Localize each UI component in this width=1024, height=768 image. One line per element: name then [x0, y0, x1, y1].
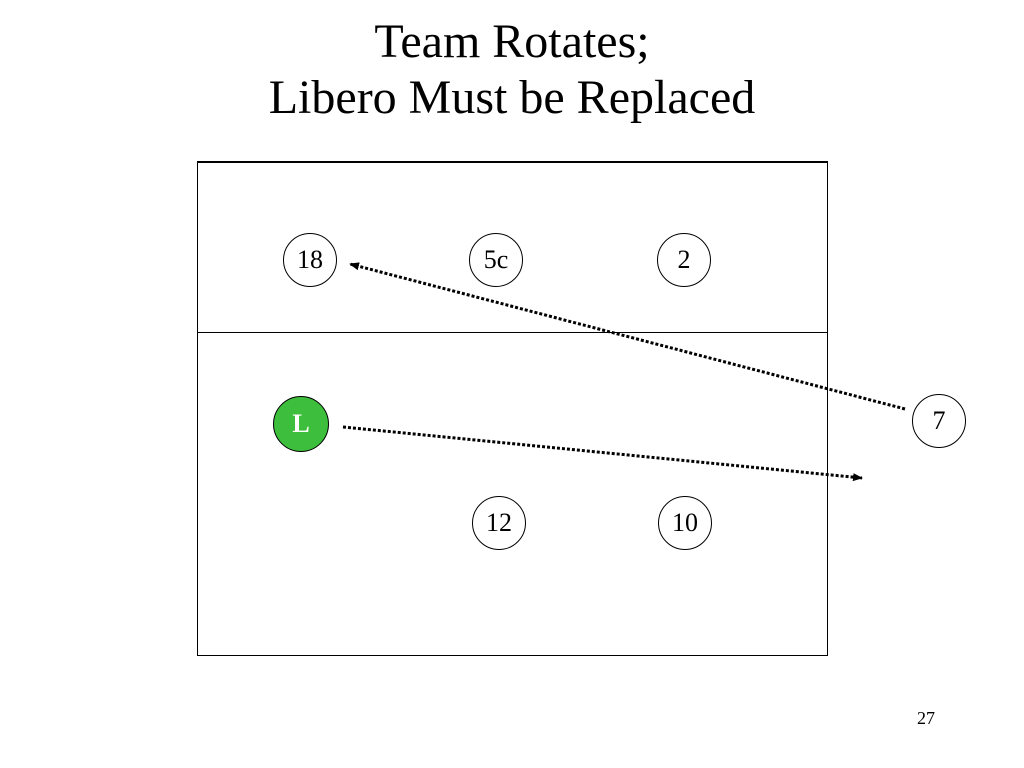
- player-18[interactable]: 18: [283, 233, 337, 287]
- player-10[interactable]: 10: [658, 496, 712, 550]
- slide-title: Team Rotates; Libero Must be Replaced: [0, 14, 1024, 126]
- slide-title-line-1: Team Rotates;: [374, 15, 650, 68]
- arrow-libero-out: [342, 425, 863, 482]
- page-number: 27: [917, 708, 935, 728]
- attack-line: [198, 332, 827, 333]
- slide-title-line-2: Libero Must be Replaced: [268, 71, 756, 124]
- player-5c[interactable]: 5c: [469, 233, 523, 287]
- player-2[interactable]: 2: [657, 233, 711, 287]
- volleyball-court: [197, 161, 828, 656]
- player-7[interactable]: 7: [912, 394, 966, 448]
- player-12[interactable]: 12: [472, 496, 526, 550]
- player-libero[interactable]: L: [273, 396, 329, 452]
- arrow-7-to-18: [349, 262, 906, 411]
